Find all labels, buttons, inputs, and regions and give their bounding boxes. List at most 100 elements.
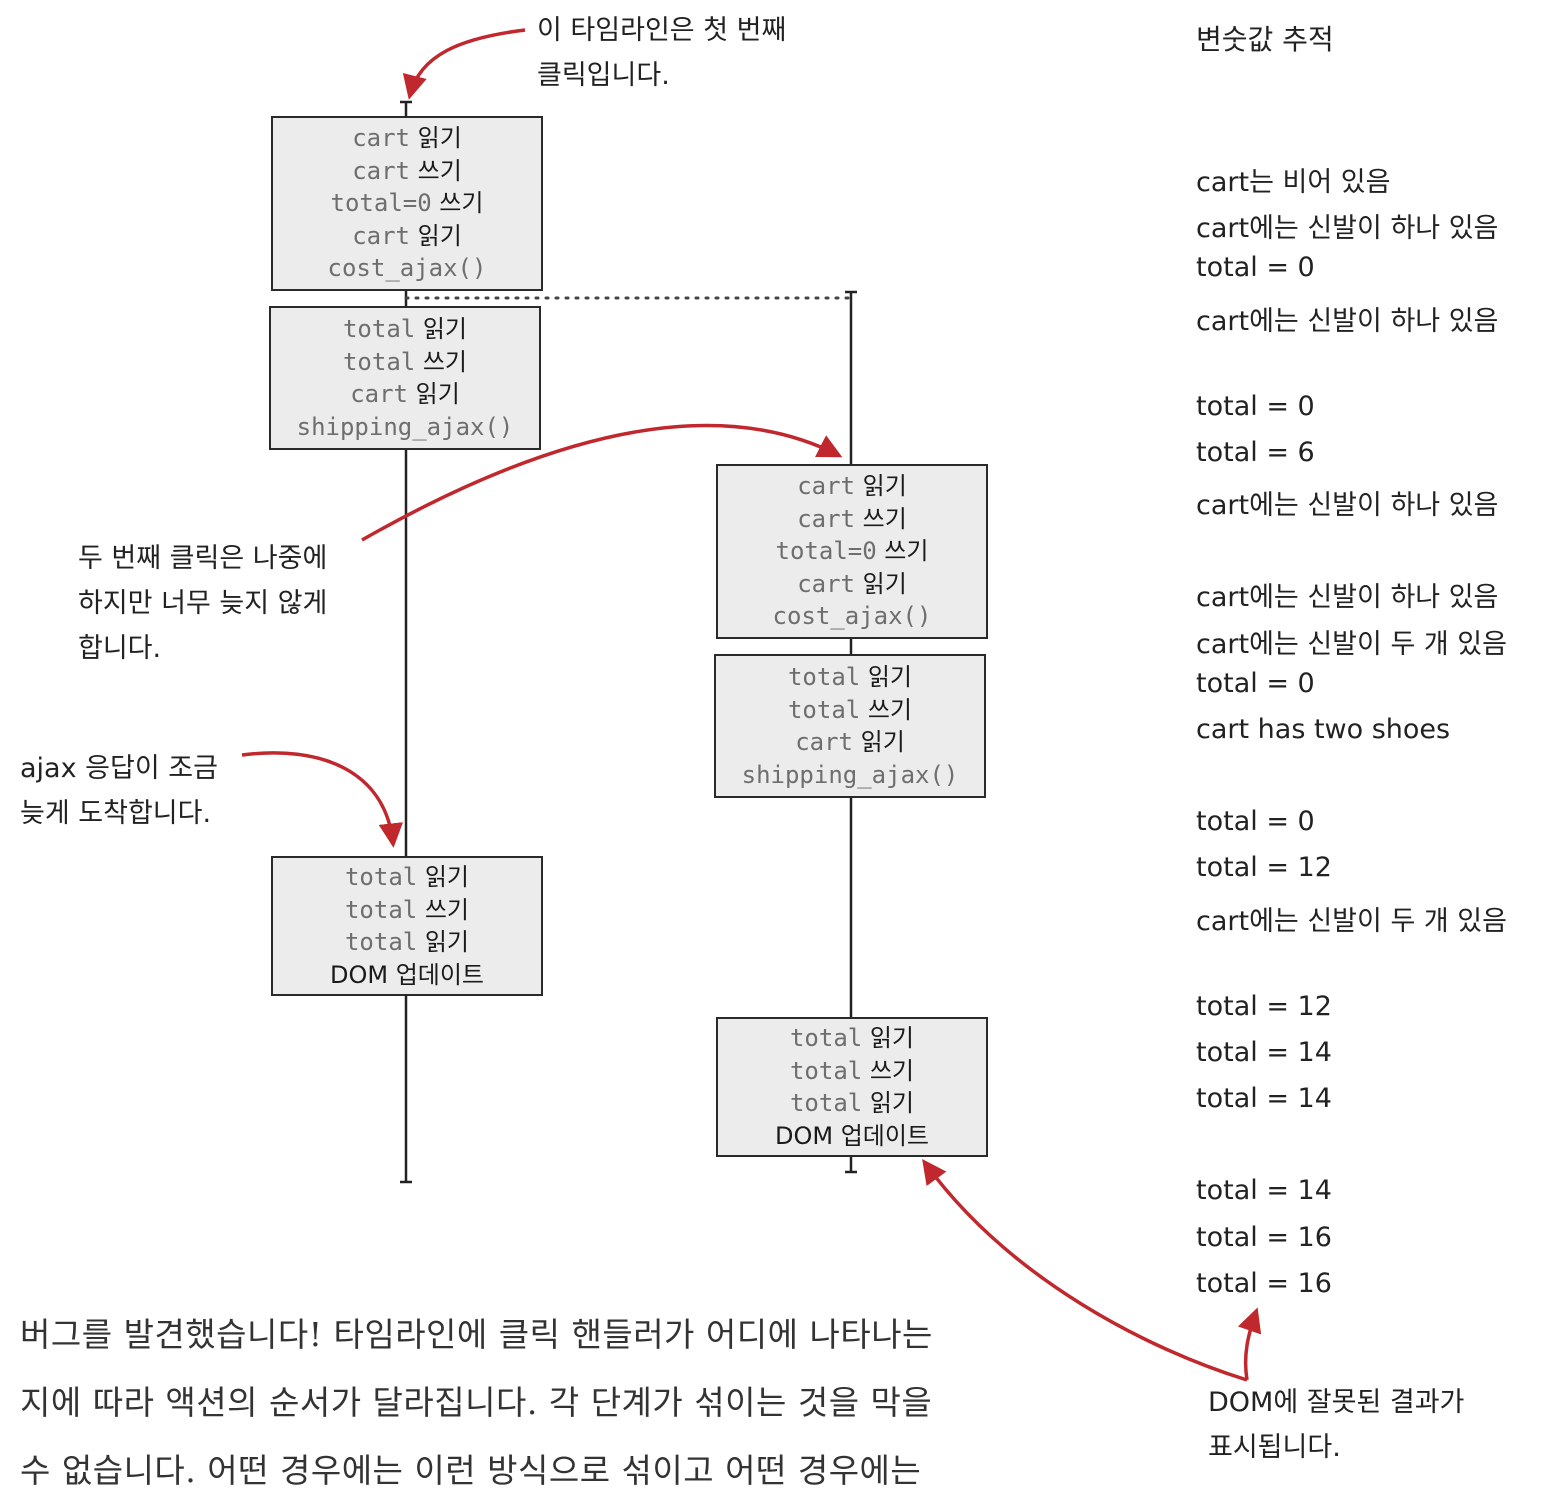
trace-line: cart는 비어 있음 — [1196, 167, 1391, 198]
action-line: total 읽기 — [790, 1022, 914, 1055]
body-paragraph-line: 지에 따라 액션의 순서가 달라집니다. 각 단계가 섞이는 것을 막을 — [20, 1383, 933, 1422]
action-label: 쓰기 — [410, 156, 462, 185]
trace-line: total = 16 — [1196, 1267, 1332, 1299]
action-line: total 읽기 — [345, 861, 469, 894]
action-line: total 쓰기 — [345, 894, 469, 927]
annotation-line: 표시됩니다. — [1208, 1432, 1341, 1463]
action-label: 읽기 — [855, 472, 907, 501]
action-code: total — [342, 315, 416, 343]
action-line: total 읽기 — [788, 661, 912, 694]
trace-line: total = 14 — [1196, 1083, 1332, 1115]
annotation-line: 이 타임라인은 첫 번째 — [537, 15, 787, 46]
trace-line: cart has two shoes — [1196, 714, 1451, 745]
action-label: DOM 업데이트 — [774, 1121, 930, 1150]
action-code: total=0 — [775, 537, 877, 566]
trace-line: cart에는 신발이 하나 있음 — [1196, 213, 1499, 245]
annotation-line: 클릭입니다. — [537, 60, 670, 91]
action-line: total 쓰기 — [788, 694, 912, 727]
annotation-line: 두 번째 클릭은 나중에 — [78, 543, 328, 574]
annotation-line: ajax 응답이 조금 — [20, 753, 218, 784]
action-label: 쓰기 — [417, 895, 470, 924]
action-label: 쓰기 — [876, 537, 929, 566]
action-label: 쓰기 — [855, 504, 907, 533]
trace-line: total = 0 — [1196, 390, 1315, 422]
action-code: total — [789, 1024, 863, 1052]
action-code: shipping_ajax() — [741, 760, 959, 789]
body-paragraph-line: 수 없습니다. 어떤 경우에는 이런 방식으로 섞이고 어떤 경우에는 — [20, 1451, 922, 1490]
action-line: shipping_ajax() — [742, 759, 959, 792]
action-code: cart — [795, 728, 853, 756]
action-line: cart 읽기 — [350, 378, 460, 411]
action-label: 읽기 — [855, 569, 907, 598]
action-label: 읽기 — [417, 863, 470, 891]
annotation-second-click: 두 번째 클릭은 나중에 하지만 너무 늦지 않게 합니다. — [78, 536, 327, 671]
arrow-dom-wrong-up — [922, 1159, 1248, 1382]
action-code: cart — [797, 569, 855, 598]
action-label: 읽기 — [853, 728, 905, 756]
arrow-dom-wrong-trace — [1237, 1307, 1262, 1381]
action-line: cart 쓰기 — [352, 155, 462, 188]
action-line: total 쓰기 — [343, 346, 467, 379]
trace-line: cart에는 신발이 하나 있음 — [1196, 305, 1499, 337]
annotation-first-click: 이 타임라인은 첫 번째 클릭입니다. — [537, 8, 786, 98]
action-line: total=0 쓰기 — [776, 535, 929, 568]
action-label: 읽기 — [410, 124, 462, 153]
action-code: cart — [352, 156, 410, 185]
trace-line: total = 12 — [1196, 990, 1332, 1022]
action-code: total — [789, 1089, 863, 1117]
action-code: total — [787, 663, 861, 691]
action-line: cart 읽기 — [352, 122, 462, 155]
body-paragraph-line: 버그를 발견했습니다! 타임라인에 클릭 핸들러가 어디에 나타나는 — [20, 1315, 933, 1354]
action-line: shipping_ajax() — [297, 411, 514, 444]
trace-line: total = 14 — [1196, 1175, 1332, 1207]
action-code: cart — [352, 124, 410, 153]
annotation-line: 하지만 너무 늦지 않게 — [78, 588, 328, 619]
action-line: total 읽기 — [343, 313, 467, 346]
arrow-ajax-late — [241, 751, 404, 848]
action-line: cost_ajax() — [773, 600, 932, 633]
action-code: cart — [797, 472, 855, 501]
action-line: total 읽기 — [345, 926, 469, 959]
action-line: cart 읽기 — [797, 568, 907, 601]
annotation-line: DOM에 잘못된 결과가 — [1208, 1387, 1465, 1418]
trace-line: total = 6 — [1196, 437, 1315, 468]
action-line: cost_ajax() — [328, 252, 487, 285]
trace-line: total = 12 — [1196, 852, 1332, 884]
action-code: total — [787, 695, 861, 724]
action-code: cart — [797, 504, 855, 533]
action-line: cart 쓰기 — [797, 503, 907, 536]
trace-line: cart에는 신발이 두 개 있음 — [1196, 905, 1507, 937]
trace-title: 변숫값 추적 — [1196, 23, 1334, 56]
action-label: 읽기 — [860, 663, 913, 691]
action-code: cart — [352, 221, 410, 250]
action-line: cart 읽기 — [352, 220, 462, 253]
annotation-ajax-late: ajax 응답이 조금 늦게 도착합니다. — [20, 746, 218, 836]
action-label: 읽기 — [408, 380, 460, 408]
action-code: cost_ajax() — [327, 254, 487, 283]
action-line: DOM 업데이트 — [330, 959, 484, 992]
action-code: total — [789, 1056, 863, 1085]
trace-line: total = 14 — [1196, 1037, 1332, 1068]
action-line: total 쓰기 — [790, 1055, 914, 1088]
action-line: DOM 업데이트 — [775, 1120, 929, 1153]
action-label: 읽기 — [862, 1089, 915, 1117]
action-code: cost_ajax() — [772, 602, 932, 631]
action-label: 읽기 — [410, 221, 462, 250]
action-label: 읽기 — [417, 928, 470, 956]
action-code: total=0 — [330, 189, 432, 218]
action-code: total — [344, 928, 418, 956]
trace-line: total = 0 — [1196, 667, 1315, 699]
action-code: total — [344, 863, 418, 891]
annotation-line: 늦게 도착합니다. — [20, 798, 212, 829]
action-label: 쓰기 — [415, 347, 468, 376]
trace-line: total = 0 — [1196, 806, 1315, 838]
action-label: 쓰기 — [431, 189, 484, 218]
arrow-first-click — [402, 28, 526, 100]
